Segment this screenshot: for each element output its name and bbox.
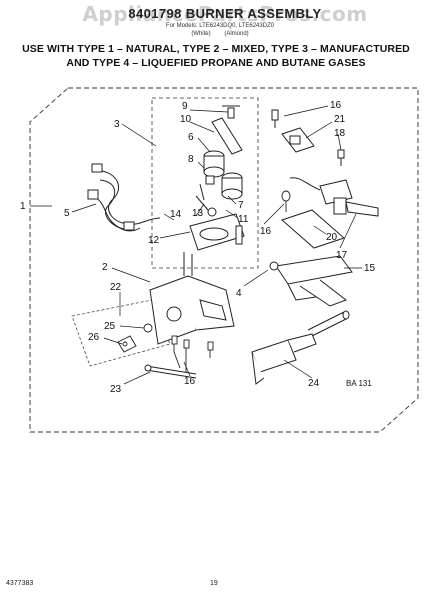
callout-1: 1 — [20, 201, 26, 212]
page-title: 8401798 BURNER ASSEMBLY — [128, 6, 322, 21]
gas-valve-stack — [189, 105, 245, 251]
burner-base — [269, 255, 353, 307]
callout-22: 22 — [110, 282, 122, 293]
color-options: (White) (Almond) — [120, 31, 320, 37]
callout-4: 4 — [236, 288, 242, 299]
callout-leaders — [71, 105, 362, 385]
callout-26: 26 — [88, 332, 100, 343]
color-white: (White) — [191, 31, 211, 37]
callout-10: 10 — [180, 114, 192, 125]
callout-9: 9 — [182, 101, 188, 112]
outer-assembly-frame — [29, 87, 419, 433]
model-numbers: For Models: LTE6243DQ0, LTE6243DZ0 — [165, 23, 275, 29]
color-almond: (Almond) — [224, 31, 249, 37]
callout-23: 23 — [110, 384, 122, 395]
usage-line-1: USE WITH TYPE 1 – NATURAL, TYPE 2 – MIXE… — [22, 43, 410, 55]
mounting-hardware — [117, 323, 153, 353]
usage-line-2: AND TYPE 4 – LIQUEFIED PROPANE AND BUTAN… — [66, 57, 366, 69]
burner-rod — [144, 364, 197, 379]
callout-6: 6 — [188, 132, 194, 143]
callout-20: 20 — [326, 232, 338, 243]
callout-7: 7 — [238, 200, 244, 211]
page-number: 19 — [210, 580, 218, 587]
callout-11: 11 — [238, 214, 249, 225]
callout-14: 14 — [170, 209, 182, 220]
igniter-assembly — [281, 177, 379, 249]
burner-tube — [251, 333, 317, 385]
callout-2: 2 — [102, 262, 108, 273]
callout-8: 8 — [188, 154, 194, 165]
burner-orifice-tube — [307, 310, 350, 337]
bracket-screws — [171, 335, 214, 372]
burner-bracket — [149, 252, 235, 345]
callout-18: 18 — [334, 128, 346, 139]
callout-3: 3 — [114, 119, 120, 130]
gas-type-usage: USE WITH TYPE 1 – NATURAL, TYPE 2 – MIXE… — [8, 42, 424, 70]
callout-16-bottom: 16 — [184, 376, 196, 387]
callout-5: 5 — [64, 208, 70, 219]
callout-24: 24 — [308, 378, 320, 389]
callout-21: 21 — [334, 114, 346, 125]
figure-code: BA 131 — [346, 379, 372, 388]
document-number: 4377383 — [6, 580, 34, 587]
callout-16-top: 16 — [330, 100, 342, 111]
callout-labels: 9 10 3 6 8 16 21 18 1 5 7 14 13 11 16 20… — [20, 100, 376, 395]
callout-17: 17 — [336, 250, 348, 261]
flame-sensor — [271, 109, 345, 166]
callout-25: 25 — [104, 321, 116, 332]
wiring-harness — [87, 163, 161, 232]
watermark: AppliancePartsPros.com — [82, 2, 368, 26]
callout-13: 13 — [192, 208, 204, 219]
callout-16-mid: 16 — [260, 226, 272, 237]
valve-group-frame — [151, 97, 259, 269]
igniter-screw — [281, 190, 291, 212]
callout-15: 15 — [364, 263, 376, 274]
callout-12: 12 — [148, 235, 160, 246]
